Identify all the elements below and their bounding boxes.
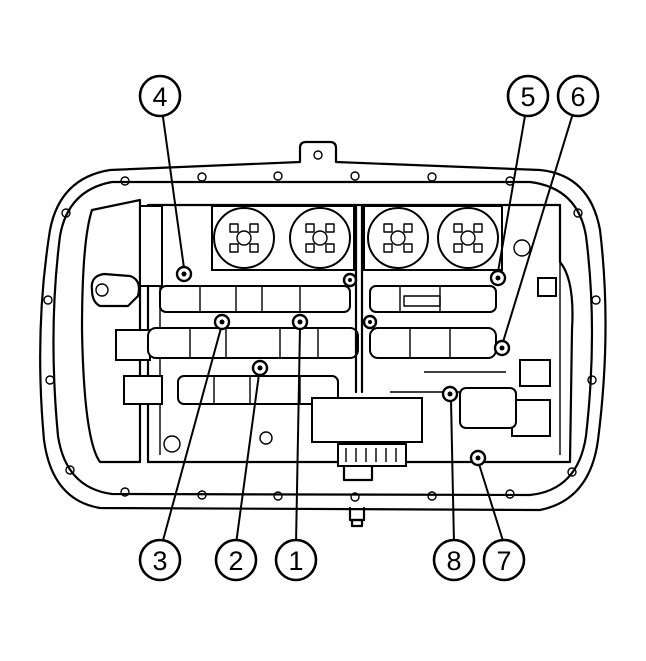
callout-3: 3 (138, 538, 182, 582)
leader-lines (161, 109, 575, 545)
callout-4-label: 4 (152, 82, 167, 112)
bolt-1 (291, 313, 309, 331)
callout-4: 4 (138, 74, 182, 118)
callout-6: 6 (556, 74, 600, 118)
leader-6 (502, 109, 575, 343)
bolts (175, 265, 511, 467)
valve-body (80, 198, 574, 464)
bolt-5 (489, 269, 507, 287)
leader-1 (295, 327, 301, 545)
bolt-4 (175, 265, 193, 283)
pan-outline (39, 140, 607, 528)
leader-8 (450, 399, 455, 545)
callout-2: 2 (214, 538, 258, 582)
wheel-4 (437, 207, 499, 269)
callout-7-label: 7 (496, 546, 511, 576)
callout-7: 7 (482, 538, 526, 582)
wheel-3 (367, 207, 429, 269)
callout-3-label: 3 (152, 546, 167, 576)
leader-2 (235, 373, 260, 545)
bolt-6 (493, 339, 511, 357)
callout-5: 5 (506, 74, 550, 118)
callout-8: 8 (432, 538, 476, 582)
leader-5 (497, 109, 527, 273)
bolt-3 (213, 313, 231, 331)
callout-2-label: 2 (228, 546, 243, 576)
callout-8-label: 8 (446, 546, 461, 576)
callout-1: 1 (274, 538, 318, 582)
bolt-extra-a (342, 272, 358, 288)
solenoid-wheels (211, 205, 503, 271)
callout-1-label: 1 (288, 546, 303, 576)
wheel-2 (289, 207, 351, 269)
leader-7 (478, 463, 505, 545)
bolt-2 (251, 359, 269, 377)
bolt-7 (469, 449, 487, 467)
leader-4 (161, 109, 185, 269)
callout-6-label: 6 (570, 82, 585, 112)
wheel-1 (213, 207, 275, 269)
bolt-extra-b (362, 314, 378, 330)
leader-3 (161, 327, 222, 545)
callouts: 4 5 6 3 2 1 8 7 (138, 74, 600, 582)
callout-5-label: 5 (520, 82, 535, 112)
flange-bolt-holes (43, 150, 601, 502)
bolt-8 (441, 385, 459, 403)
